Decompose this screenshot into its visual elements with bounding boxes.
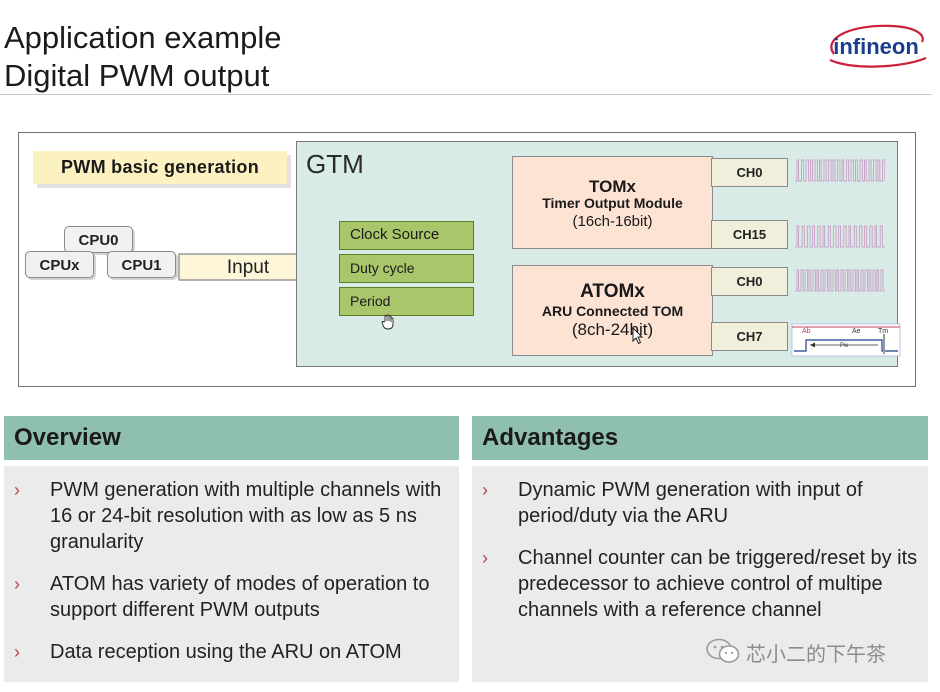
tom-channel-ch0: CH0: [711, 158, 788, 187]
advantages-bullet-1: Dynamic PWM generation with input of per…: [518, 479, 863, 527]
infineon-logo: infineon: [829, 24, 927, 68]
timing-label-tm: Tm: [878, 328, 888, 335]
slide-title-line2: Digital PWM output: [4, 58, 270, 93]
slide-title-line1: Application example: [4, 20, 282, 55]
period-box: Period: [339, 287, 474, 316]
pulse-train: [795, 269, 885, 292]
atom-subtitle: ARU Connected TOM: [541, 303, 684, 319]
cpu1-box: CPU1: [107, 251, 176, 278]
bullet-chevron-icon: ›: [482, 480, 488, 500]
timing-label-ae: Ae: [852, 328, 861, 335]
overview-bullet-3: Data reception using the ARU on ATOM: [50, 641, 402, 663]
header-divider: [0, 94, 932, 95]
tom-module-box: [512, 156, 713, 249]
bullet-chevron-icon: ›: [14, 480, 20, 500]
watermark-text: 芯小二的下午茶: [746, 642, 886, 666]
tom-channel-ch15: CH15: [711, 220, 788, 249]
wechat-icon: [706, 638, 740, 663]
duty-cycle-box: Duty cycle: [339, 254, 474, 283]
advantages-panel: [472, 466, 928, 682]
tom-spec: (16ch-16bit): [572, 213, 653, 230]
timing-label-pw: Pw: [840, 343, 849, 349]
gtm-label: GTM: [306, 149, 364, 179]
pwm-waveform-tom-ch0: [795, 159, 885, 182]
pulse-train: [795, 159, 885, 182]
pwm-timing-diagram: Ab Ae Tm Pw: [791, 323, 901, 357]
bullet-chevron-icon: ›: [14, 574, 20, 594]
input-label: Input: [226, 257, 270, 278]
advantages-heading: Advantages: [472, 416, 928, 460]
advantages-bullet-2: Channel counter can be triggered/reset b…: [518, 547, 918, 621]
atom-module-box: [512, 265, 713, 356]
atom-spec: (8ch-24bit): [571, 320, 654, 339]
logo-wordmark: infineon: [833, 34, 919, 59]
hand-cursor-icon: [381, 314, 394, 330]
arrow-cursor-icon: [632, 327, 644, 345]
atom-channel-ch7: CH7: [711, 322, 788, 351]
clock-source-box: Clock Source: [339, 221, 474, 250]
bullet-chevron-icon: ›: [14, 642, 20, 662]
overview-bullet-2: ATOM has variety of modes of operation t…: [50, 573, 430, 621]
cpux-box: CPUx: [25, 251, 94, 278]
bullet-chevron-icon: ›: [482, 548, 488, 568]
tom-subtitle: Timer Output Module: [542, 195, 683, 211]
pwm-waveform-atom-ch0: [795, 269, 885, 292]
pulse-train: [795, 225, 885, 248]
overview-heading: Overview: [4, 416, 459, 460]
tom-name: TOMx: [589, 177, 636, 196]
timing-label-ab: Ab: [802, 328, 811, 335]
cpu0-box: CPU0: [64, 226, 133, 253]
pwm-basic-generation-label: PWM basic generation: [33, 151, 287, 184]
atom-channel-ch0: CH0: [711, 267, 788, 296]
overview-panel: [4, 466, 459, 682]
overview-bullet-1: PWM generation with multiple channels wi…: [50, 479, 442, 553]
pwm-waveform-tom-ch15: [795, 225, 885, 248]
atom-name: ATOMx: [580, 281, 645, 302]
